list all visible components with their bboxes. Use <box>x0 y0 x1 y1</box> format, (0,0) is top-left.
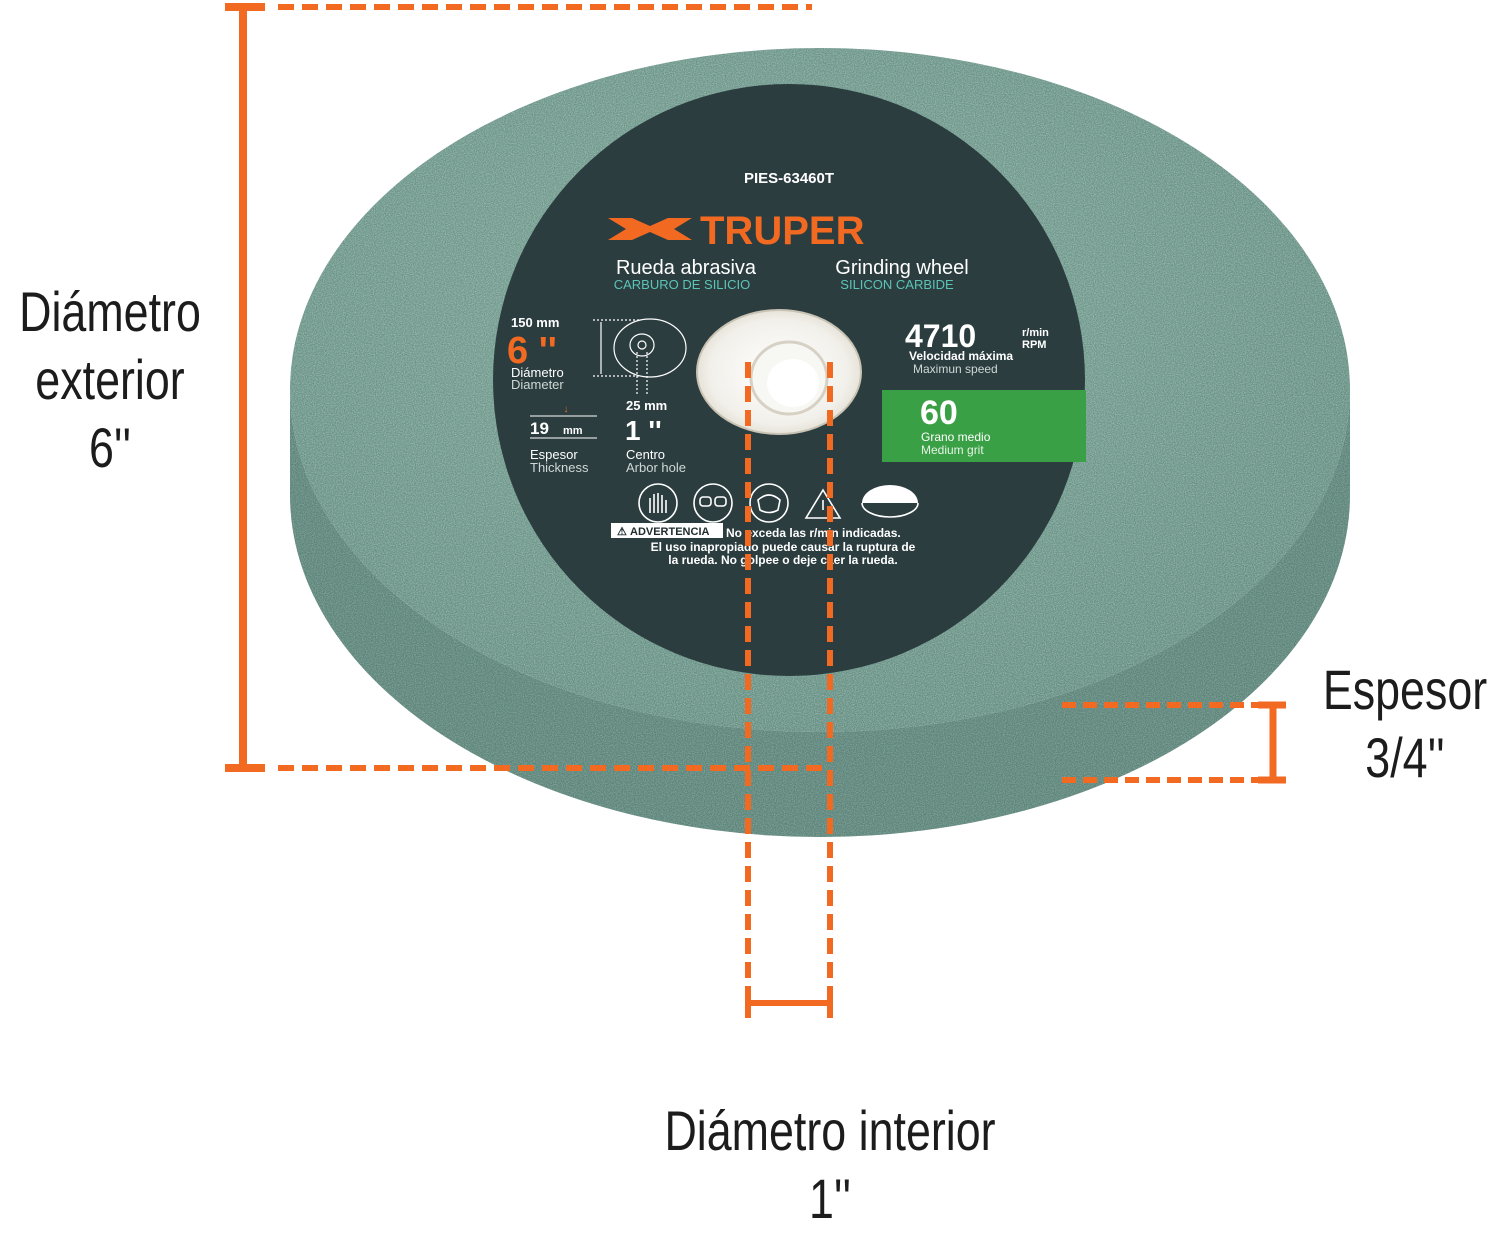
arbor-bushing <box>696 309 862 435</box>
grit-badge: 60 Grano medio Medium grit <box>882 390 1086 462</box>
arbor-en: Arbor hole <box>626 460 686 475</box>
goggles-icon <box>693 483 733 523</box>
outer-diameter-dimension <box>225 3 825 772</box>
dimension-lines <box>225 3 1286 1018</box>
outer-diameter-label-1: Diámetro <box>19 280 201 343</box>
thickness-dimension <box>1062 701 1286 784</box>
warning-block: ⚠ ADVERTENCIA No exceda las r/min indica… <box>611 523 916 567</box>
speed-unit-rmin: r/min <box>1022 327 1049 339</box>
warning-icon <box>804 488 842 519</box>
truper-logo-icon: TRUPER <box>608 209 865 253</box>
material-en: SILICON CARBIDE <box>840 277 954 292</box>
material-es: CARBURO DE SILICIO <box>614 277 751 292</box>
thickness-unit: mm <box>563 425 583 437</box>
diameter-in: 6 '' <box>507 330 557 372</box>
max-speed-value: 4710 <box>905 318 976 354</box>
warning-line-2: El uso inapropiado puede causar la ruptu… <box>651 540 916 554</box>
diameter-mm: 150 mm <box>511 315 559 330</box>
inner-diameter-callout: Diámetro interior 1'' <box>614 1097 1046 1233</box>
product-name-en: Grinding wheel <box>835 257 968 279</box>
outer-diameter-callout: Diámetro exterior 6'' <box>6 278 214 482</box>
thickness-es: Espesor <box>530 447 578 462</box>
diameter-es: Diámetro <box>511 365 564 380</box>
model-number: PIES-63460T <box>744 170 834 187</box>
wheel-diagram-icon <box>593 318 687 396</box>
arbor-in: 1 '' <box>625 415 662 446</box>
speed-es: Velocidad máxima <box>909 349 1013 363</box>
warning-triangle-icon: ⚠ <box>617 526 627 538</box>
thickness-spec: ↓ 19 mm Espesor Thickness <box>530 404 597 475</box>
grit-value: 60 <box>920 394 958 432</box>
arbor-mm: 25 mm <box>626 398 667 413</box>
product-name-es: Rueda abrasiva <box>616 257 757 279</box>
mask-icon <box>749 483 789 523</box>
inner-diameter-value: 1'' <box>808 1167 852 1230</box>
inner-diameter-label: Diámetro interior <box>664 1099 996 1162</box>
outer-diameter-value: 6'' <box>88 416 132 479</box>
wheel-side <box>290 390 1350 837</box>
thickness-value: 3/4'' <box>1365 726 1445 789</box>
warning-line-1: No exceda las r/min indicadas. <box>726 526 901 540</box>
inner-diameter-dimension <box>745 362 833 1018</box>
thickness-en: Thickness <box>530 460 589 475</box>
diameter-en: Diameter <box>511 377 564 392</box>
safety-icons <box>638 483 919 523</box>
grit-es: Grano medio <box>921 430 991 444</box>
arbor-es: Centro <box>626 447 665 462</box>
thickness-label: Espesor <box>1322 658 1488 721</box>
speed-en: Maximun speed <box>913 362 998 376</box>
speed-unit-rpm: RPM <box>1022 339 1046 351</box>
wheel-label: PIES-63460T TRUPER Rueda abrasiva Grindi… <box>493 84 1086 676</box>
thickness-mm: 19 <box>530 419 549 438</box>
brand-name: TRUPER <box>700 209 865 253</box>
thickness-callout: Espesor 3/4'' <box>1321 656 1489 792</box>
guard-icon <box>861 485 919 518</box>
warning-title: ADVERTENCIA <box>630 526 710 538</box>
outer-diameter-label-2: exterior <box>35 348 185 411</box>
grit-en: Medium grit <box>921 443 984 457</box>
gloves-icon <box>638 483 678 523</box>
warning-line-3: la rueda. No golpee o deje caer la rueda… <box>668 553 897 567</box>
thickness-arrow-icon: ↓ <box>564 404 569 415</box>
